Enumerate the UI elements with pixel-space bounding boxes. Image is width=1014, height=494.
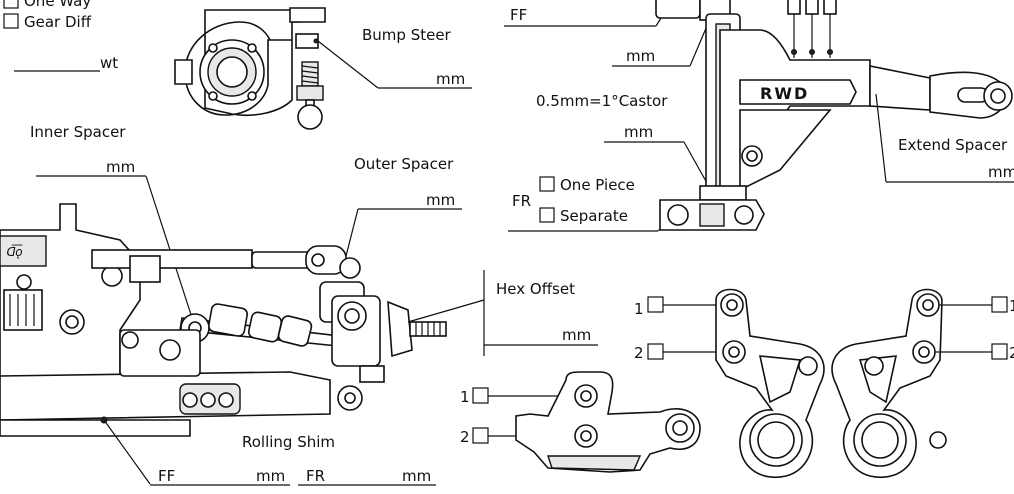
right-block-pos1-checkbox[interactable] [991,296,1008,313]
rolling-shim-ff-unit: mm [256,467,285,485]
diff-weight-unit: wt [100,54,118,72]
steering-block-left: 1 2 [634,288,825,479]
rolling-shim-ff-label: FF [158,467,175,485]
one-way-checkbox[interactable] [3,0,19,9]
gear-diff-label: Gear Diff [24,13,92,31]
castor-note: 0.5mm=1°Castor [536,92,668,110]
rolling-shim-callout: Rolling Shim FF mm FR mm [103,419,436,486]
svg-text:ᗡ͞ǫ: ᗡ͞ǫ [6,244,23,259]
inner-spacer-unit: mm [106,158,135,176]
castor-ff-unit: mm [626,47,655,65]
small-block-pos1-checkbox[interactable] [472,387,489,404]
bump-steer-unit: mm [436,70,465,88]
left-block-pos1-label: 1 [634,300,644,318]
outer-spacer-unit: mm [426,191,455,209]
separate-label: Separate [560,207,628,225]
right-block-pos2-checkbox[interactable] [991,343,1008,360]
left-block-pos1-checkbox[interactable] [647,296,664,313]
hex-offset-unit: mm [562,326,591,344]
inner-spacer-title: Inner Spacer [30,123,126,141]
hub-carrier-drawing [174,7,326,130]
one-piece-checkbox[interactable] [539,176,555,192]
castor-callouts: FF mm 0.5mm=1°Castor mm FR One Piece Sep… [504,3,713,232]
front-suspension-drawing: ᗡ͞ǫ [0,203,447,437]
extend-spacer-unit: mm [988,163,1014,181]
outer-spacer-title: Outer Spacer [354,155,454,173]
rolling-shim-fr-unit: mm [402,467,431,485]
right-block-pos2-label: 2 [1009,344,1014,362]
diff-section: One Way Gear Diff wt [3,0,118,72]
rwd-logo: RWD [760,84,809,103]
extend-spacer-callout: Extend Spacer mm [875,93,1014,183]
gear-diff-checkbox[interactable] [3,13,19,29]
rolling-shim-fr-label: FR [306,467,325,485]
outer-spacer-callout: Outer Spacer mm [343,155,462,265]
extend-spacer-title: Extend Spacer [898,136,1008,154]
one-piece-label: One Piece [560,176,635,194]
left-block-pos2-label: 2 [634,344,644,362]
castor-ff-label: FF [510,6,527,24]
right-block-pos1-label: 1 [1009,297,1014,315]
small-block-pos1-label: 1 [460,388,470,406]
castor-fr-label: FR [512,192,531,210]
steering-block-right: 1 2 [831,288,1014,479]
bump-steer-callout: Bump Steer mm [317,26,472,89]
separate-checkbox[interactable] [539,207,555,223]
one-way-label: One Way [24,0,91,10]
castor-fr-unit: mm [624,123,653,141]
small-block-pos2-label: 2 [460,428,470,446]
hex-offset-callout: Hex Offset mm [407,270,598,356]
rolling-shim-title: Rolling Shim [242,433,335,451]
small-block-pos2-checkbox[interactable] [472,427,489,444]
steering-block-small: 1 2 [460,371,701,473]
castor-arm-drawing: RWD [655,0,1013,231]
left-block-pos2-checkbox[interactable] [647,343,664,360]
hex-offset-title: Hex Offset [496,280,575,298]
bump-steer-title: Bump Steer [362,26,452,44]
